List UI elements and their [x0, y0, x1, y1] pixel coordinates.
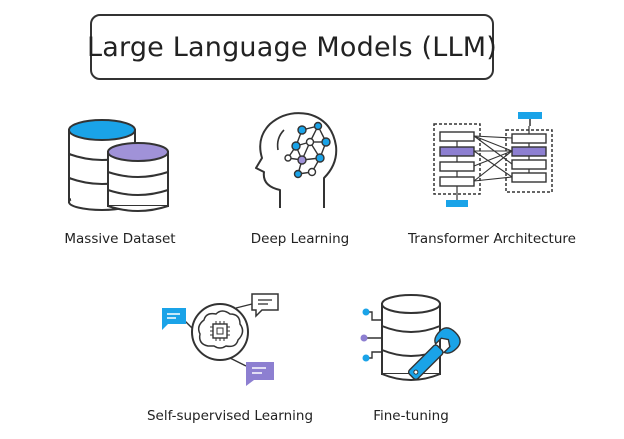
transformer-architecture-icon — [433, 112, 553, 207]
diagram-title: Large Language Models (LLM) — [87, 31, 497, 63]
database-wrench-icon — [360, 294, 461, 381]
label-deep-learning: Deep Learning — [250, 231, 350, 247]
label-transformer-architecture: Transformer Architecture — [408, 231, 576, 247]
title-box: Large Language Models (LLM) — [87, 14, 497, 80]
label-self-supervised-learning: Self-supervised Learning — [146, 408, 314, 424]
database-stack-icon — [68, 119, 169, 212]
label-fine-tuning: Fine-tuning — [373, 408, 449, 424]
label-massive-dataset: Massive Dataset — [64, 231, 176, 247]
head-neural-network-icon — [255, 112, 338, 208]
brain-chip-chat-icon — [162, 293, 279, 386]
